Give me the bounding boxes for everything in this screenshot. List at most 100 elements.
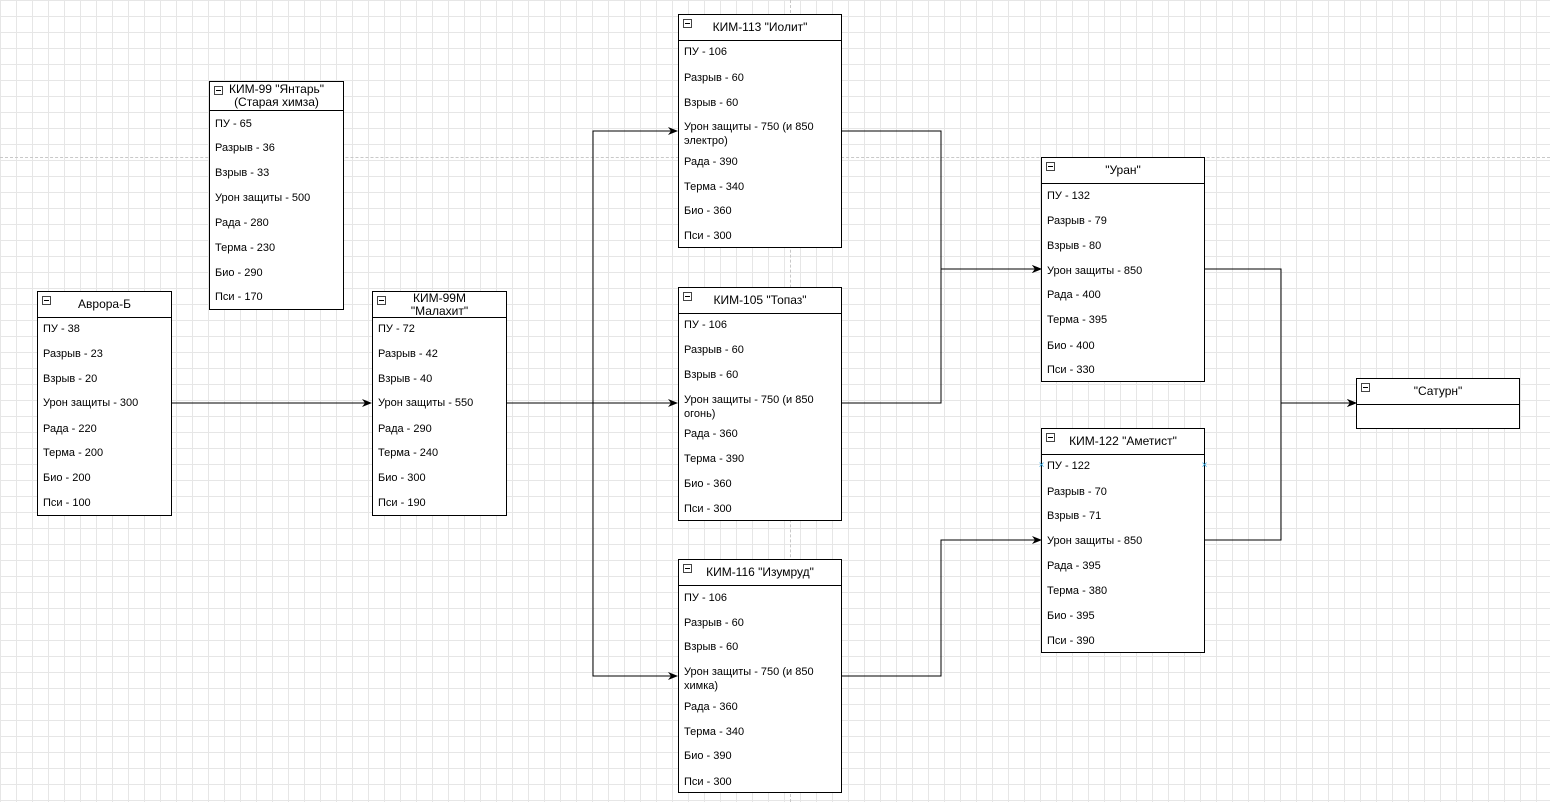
attr-row: ПУ - 38: [43, 323, 80, 335]
node-title: КИМ-113 "Иолит": [712, 20, 808, 34]
attr-row: Разрыв - 23: [43, 348, 103, 360]
collapse-icon[interactable]: [42, 296, 51, 305]
attr-row: ПУ - 72: [378, 323, 415, 335]
node-malahit[interactable]: КИМ-99М "Малахит" ПУ - 72 Разрыв - 42 Вз…: [372, 291, 507, 516]
attr-row: Урон защиты - 750 (и 850 огонь): [684, 394, 814, 420]
attr-row: Био - 200: [43, 472, 91, 484]
attr-row: ПУ - 65: [215, 118, 252, 130]
node-iolit[interactable]: КИМ-113 "Иолит" ПУ - 106 Разрыв - 60 Взр…: [678, 14, 842, 248]
attr-row: Взрыв - 40: [378, 373, 433, 385]
attr-row: Био - 395: [1047, 610, 1095, 622]
attr-row: Урон защиты - 500: [215, 192, 311, 204]
edge-malahit-izumrud[interactable]: [506, 402, 678, 680]
attr-row: Био - 360: [684, 205, 732, 217]
node-topaz[interactable]: КИМ-105 "Топаз" ПУ - 106 Разрыв - 60 Взр…: [678, 287, 842, 521]
attr-row: ПУ - 106: [684, 319, 728, 331]
attr-row: Рада - 280: [215, 217, 269, 229]
collapse-icon[interactable]: [1361, 383, 1370, 392]
node-header[interactable]: Аврора-Б: [38, 292, 171, 318]
selection-handle-left[interactable]: ×: [1038, 460, 1045, 471]
attr-row: Урон защиты - 550: [378, 397, 474, 409]
collapse-icon[interactable]: [214, 86, 223, 95]
attr-row: Био - 390: [684, 750, 732, 762]
attr-row: Взрыв - 71: [1047, 510, 1102, 522]
node-title: КИМ-116 "Изумруд": [706, 565, 814, 579]
attr-row: Урон защиты - 750 (и 850 электро): [684, 121, 814, 147]
node-header[interactable]: КИМ-122 "Аметист": [1042, 429, 1204, 455]
node-title: Аврора-Б: [78, 297, 131, 311]
attr-row: Урон защиты - 850: [1047, 265, 1143, 277]
attr-row: Рада - 400: [1047, 289, 1101, 301]
edge-topaz-uran[interactable]: [841, 265, 1042, 404]
node-title: КИМ-99М "Малахит": [410, 290, 469, 318]
collapse-icon[interactable]: [1046, 433, 1055, 442]
attr-row: Рада - 360: [684, 701, 738, 713]
edge-malahit-iolit[interactable]: [506, 127, 678, 404]
attr-row: Пси - 170: [215, 291, 263, 303]
attr-row: Био - 300: [378, 472, 426, 484]
node-saturn[interactable]: "Сатурн": [1356, 378, 1520, 429]
attr-row: Разрыв - 42: [378, 348, 438, 360]
attr-row: Урон защиты - 850: [1047, 535, 1143, 547]
node-yantar[interactable]: КИМ-99 "Янтарь" (Старая химза) ПУ - 65 Р…: [209, 81, 344, 310]
attr-row: Терма - 395: [1047, 314, 1108, 326]
attr-row: Рада - 220: [43, 423, 97, 435]
collapse-icon[interactable]: [377, 296, 386, 305]
attr-row: ПУ - 106: [684, 46, 728, 58]
attr-row: Рада - 395: [1047, 560, 1101, 572]
node-ametist[interactable]: КИМ-122 "Аметист" × × ПУ - 122 Разрыв - …: [1038, 428, 1208, 653]
attr-row: Разрыв - 36: [215, 142, 275, 154]
attr-row: Взрыв - 60: [684, 641, 739, 653]
collapse-icon[interactable]: [1046, 162, 1055, 171]
collapse-icon[interactable]: [683, 564, 692, 573]
attr-row: Разрыв - 60: [684, 72, 744, 84]
node-header[interactable]: КИМ-99 "Янтарь" (Старая химза): [210, 82, 343, 111]
attr-row: Урон защиты - 300: [43, 397, 139, 409]
node-header[interactable]: КИМ-99М "Малахит": [373, 290, 506, 318]
node-uran[interactable]: "Уран" ПУ - 132 Разрыв - 79 Взрыв - 80 У…: [1041, 157, 1205, 382]
node-title: "Сатурн": [1413, 384, 1463, 398]
node-izumrud[interactable]: КИМ-116 "Изумруд" ПУ - 106 Разрыв - 60 В…: [678, 559, 842, 793]
collapse-icon[interactable]: [683, 292, 692, 301]
attr-row: Пси - 100: [43, 497, 91, 509]
node-title: КИМ-122 "Аметист": [1069, 434, 1177, 448]
attr-row: Терма - 340: [684, 181, 745, 193]
collapse-icon[interactable]: [683, 19, 692, 28]
attr-row: Взрыв - 60: [684, 97, 739, 109]
node-header[interactable]: "Сатурн": [1357, 379, 1519, 405]
attr-row: Био - 290: [215, 267, 263, 279]
attr-row: Разрыв - 70: [1047, 486, 1107, 498]
node-header[interactable]: "Уран": [1042, 158, 1204, 184]
attr-row: Терма - 200: [43, 447, 104, 459]
attr-row: Терма - 230: [215, 242, 276, 254]
attr-row: Взрыв - 33: [215, 167, 270, 179]
selection-handle-right[interactable]: ×: [1201, 460, 1208, 471]
attr-row: Био - 400: [1047, 340, 1095, 352]
attr-row: Терма - 240: [378, 447, 439, 459]
attr-row: Рада - 290: [378, 423, 432, 435]
node-header[interactable]: КИМ-113 "Иолит": [679, 15, 841, 41]
attr-row: Взрыв - 80: [1047, 240, 1102, 252]
attr-row: Терма - 340: [684, 726, 745, 738]
node-header[interactable]: КИМ-116 "Изумруд": [679, 560, 841, 586]
attr-row: Терма - 390: [684, 453, 745, 465]
edge-iolit-uran[interactable]: [841, 130, 1042, 273]
node-header[interactable]: КИМ-105 "Топаз": [679, 288, 841, 314]
node-title: КИМ-105 "Топаз": [713, 293, 807, 307]
edge-ametist-saturn[interactable]: [1204, 399, 1357, 541]
attr-row: Урон защиты - 750 (и 850 химка): [684, 666, 814, 692]
attr-row: Терма - 380: [1047, 585, 1108, 597]
attr-row: Пси - 330: [1047, 364, 1095, 376]
attr-row: Пси - 300: [684, 230, 732, 242]
attr-row: Взрыв - 20: [43, 373, 98, 385]
edge-izumrud-ametist[interactable]: [841, 536, 1042, 677]
attr-row: Пси - 390: [1047, 635, 1095, 647]
edge-uran-saturn[interactable]: [1204, 268, 1357, 407]
attr-row: ПУ - 132: [1047, 190, 1091, 202]
attr-row: Био - 360: [684, 478, 732, 490]
attr-row: Пси - 300: [684, 776, 732, 788]
attr-row: ПУ - 122: [1047, 460, 1091, 472]
node-avrora[interactable]: Аврора-Б ПУ - 38 Разрыв - 23 Взрыв - 20 …: [37, 291, 172, 516]
attr-row: Пси - 300: [684, 503, 732, 515]
